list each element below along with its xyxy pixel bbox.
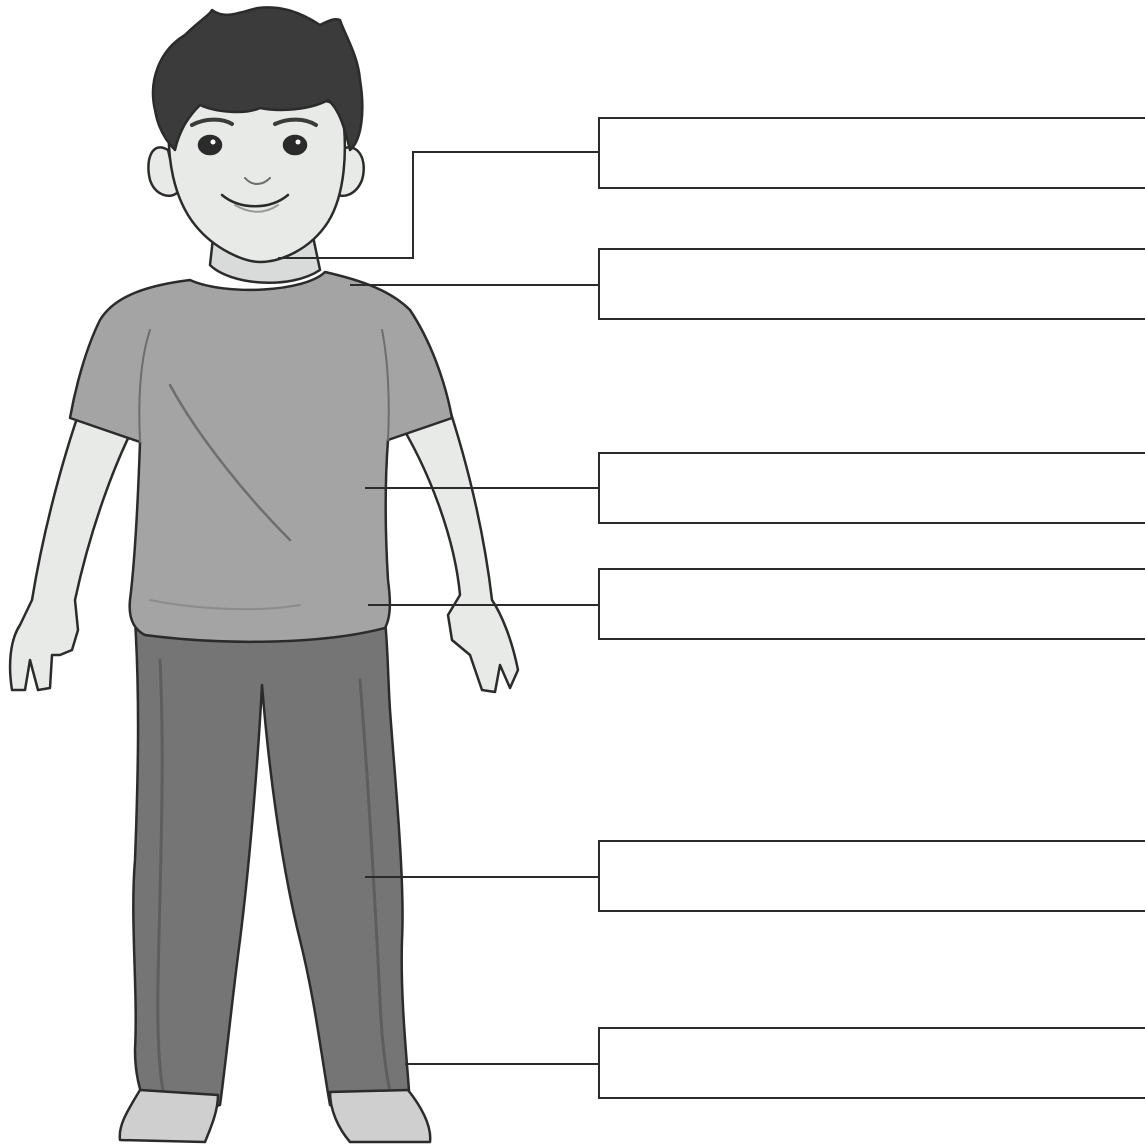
label-box-waist[interactable] bbox=[598, 568, 1145, 640]
pants bbox=[133, 620, 410, 1111]
label-box-knee[interactable] bbox=[598, 840, 1145, 912]
label-box-ankle[interactable] bbox=[598, 1027, 1145, 1099]
left-shoe bbox=[120, 1090, 218, 1142]
right-eye bbox=[284, 136, 306, 154]
left-eye-highlight bbox=[211, 140, 216, 145]
label-box-chest[interactable] bbox=[598, 452, 1145, 524]
right-arm bbox=[395, 395, 518, 692]
right-eye-highlight bbox=[296, 140, 301, 145]
shirt bbox=[70, 272, 452, 642]
left-eye bbox=[199, 136, 221, 154]
label-box-neck[interactable] bbox=[598, 117, 1145, 189]
label-box-shoulder[interactable] bbox=[598, 248, 1145, 320]
right-shoe bbox=[330, 1090, 430, 1142]
boy-figure bbox=[10, 7, 518, 1142]
face bbox=[169, 95, 345, 262]
